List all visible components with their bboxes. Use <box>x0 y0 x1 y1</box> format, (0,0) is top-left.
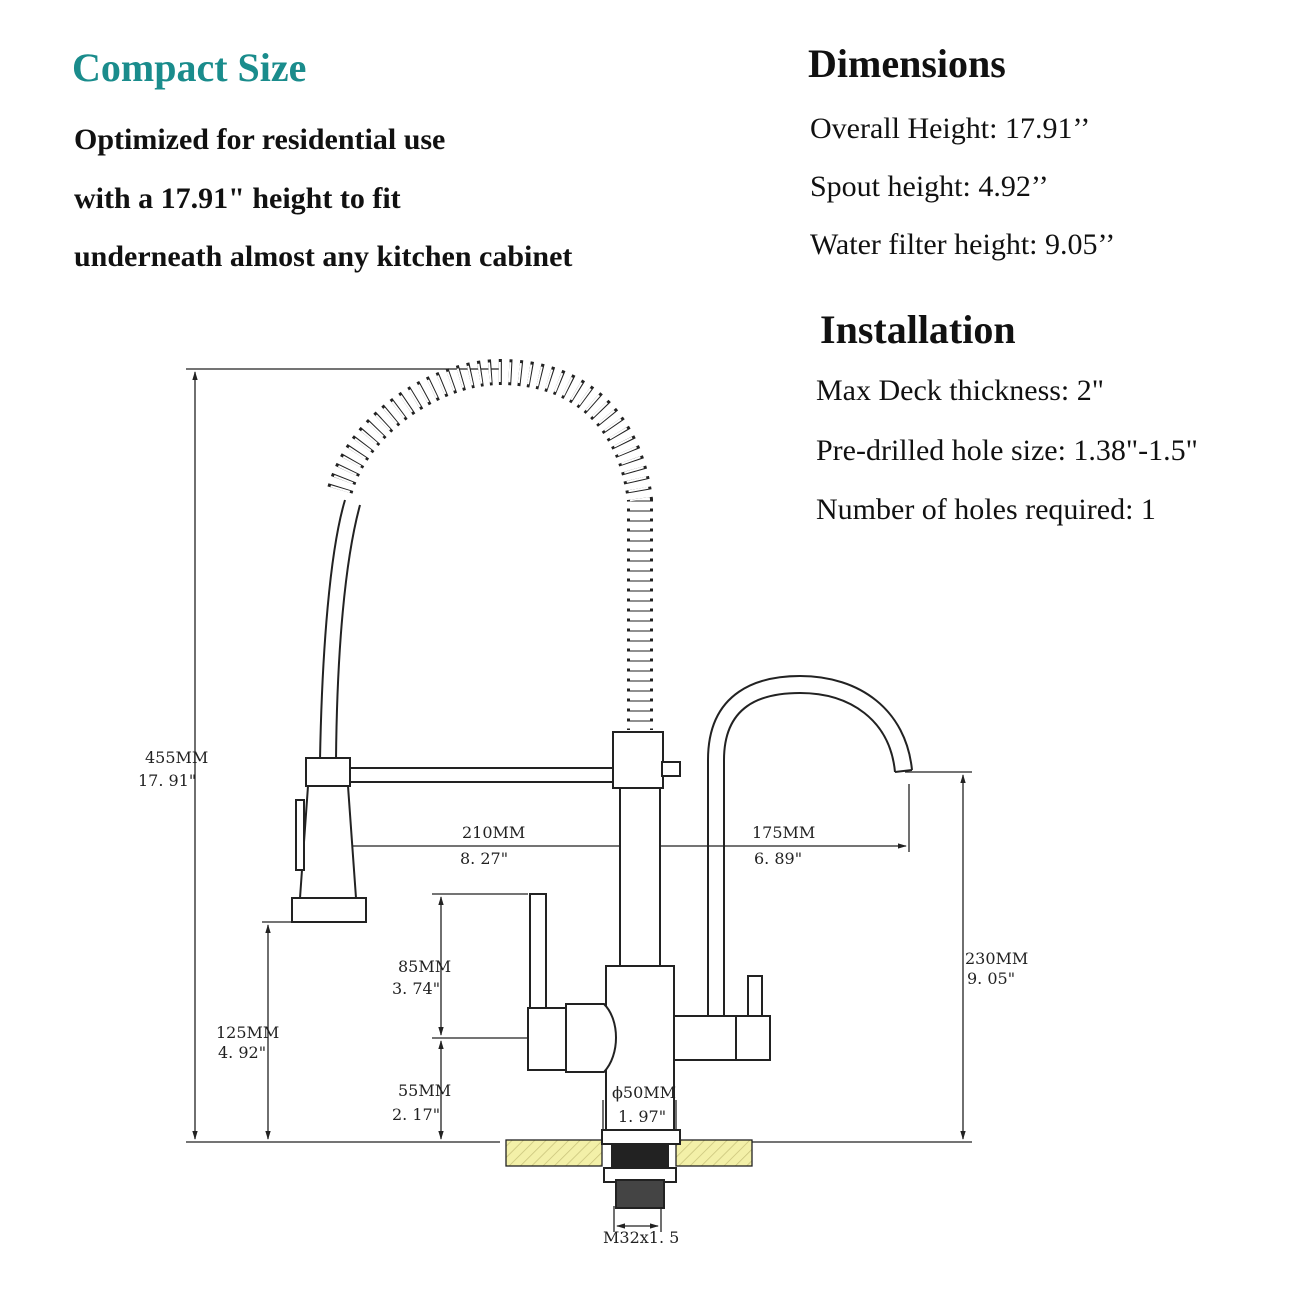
spout-height-spec: Spout height: 4.92’’ <box>810 170 1049 203</box>
handle-height-mm-label: 85MM <box>398 957 451 976</box>
countertop-deck <box>505 1139 753 1167</box>
filter-height-in-label: 9. 05" <box>967 969 1015 988</box>
dimension-labels: 455MM 17. 91" 125MM 4. 92" 210MM 8. 27" … <box>138 748 1028 1247</box>
overall-height-spec: Overall Height: 17.91’’ <box>810 112 1091 145</box>
thread-size-label: M32x1. 5 <box>603 1228 679 1247</box>
base-height-mm-label: 55MM <box>398 1081 451 1100</box>
filter-reach-mm-label: 175MM <box>752 823 815 842</box>
reach-in-label: 8. 27" <box>460 849 508 868</box>
installation-heading: Installation <box>820 307 1016 352</box>
hole-size-spec: Pre-drilled hole size: 1.38"-1.5" <box>816 434 1198 467</box>
diameter-in-label: 1. 97" <box>618 1107 666 1126</box>
intro-line-3: underneath almost any kitchen cabinet <box>74 240 573 273</box>
faucet-outline <box>291 358 913 1209</box>
overall-height-in-label: 17. 91" <box>138 771 196 790</box>
intro-line-2: with a 17.91" height to fit <box>74 182 401 215</box>
spout-height-mm-label: 125MM <box>216 1023 279 1042</box>
deck-thickness-spec: Max Deck thickness: 2" <box>816 374 1105 407</box>
spout-height-in-label: 4. 92" <box>218 1043 266 1062</box>
filter-reach-in-label: 6. 89" <box>754 849 802 868</box>
holes-required-spec: Number of holes required: 1 <box>816 493 1156 526</box>
diameter-mm-label: ϕ50MM <box>612 1083 676 1102</box>
reach-mm-label: 210MM <box>462 823 525 842</box>
compact-size-heading: Compact Size <box>72 45 307 90</box>
intro-line-1: Optimized for residential use <box>74 123 446 156</box>
filter-height-mm-label: 230MM <box>965 949 1028 968</box>
dimensions-heading: Dimensions <box>808 41 1006 86</box>
filter-height-spec: Water filter height: 9.05’’ <box>810 228 1116 261</box>
overall-height-mm-label: 455MM <box>145 748 208 767</box>
handle-height-in-label: 3. 74" <box>392 979 440 998</box>
base-height-in-label: 2. 17" <box>392 1105 440 1124</box>
